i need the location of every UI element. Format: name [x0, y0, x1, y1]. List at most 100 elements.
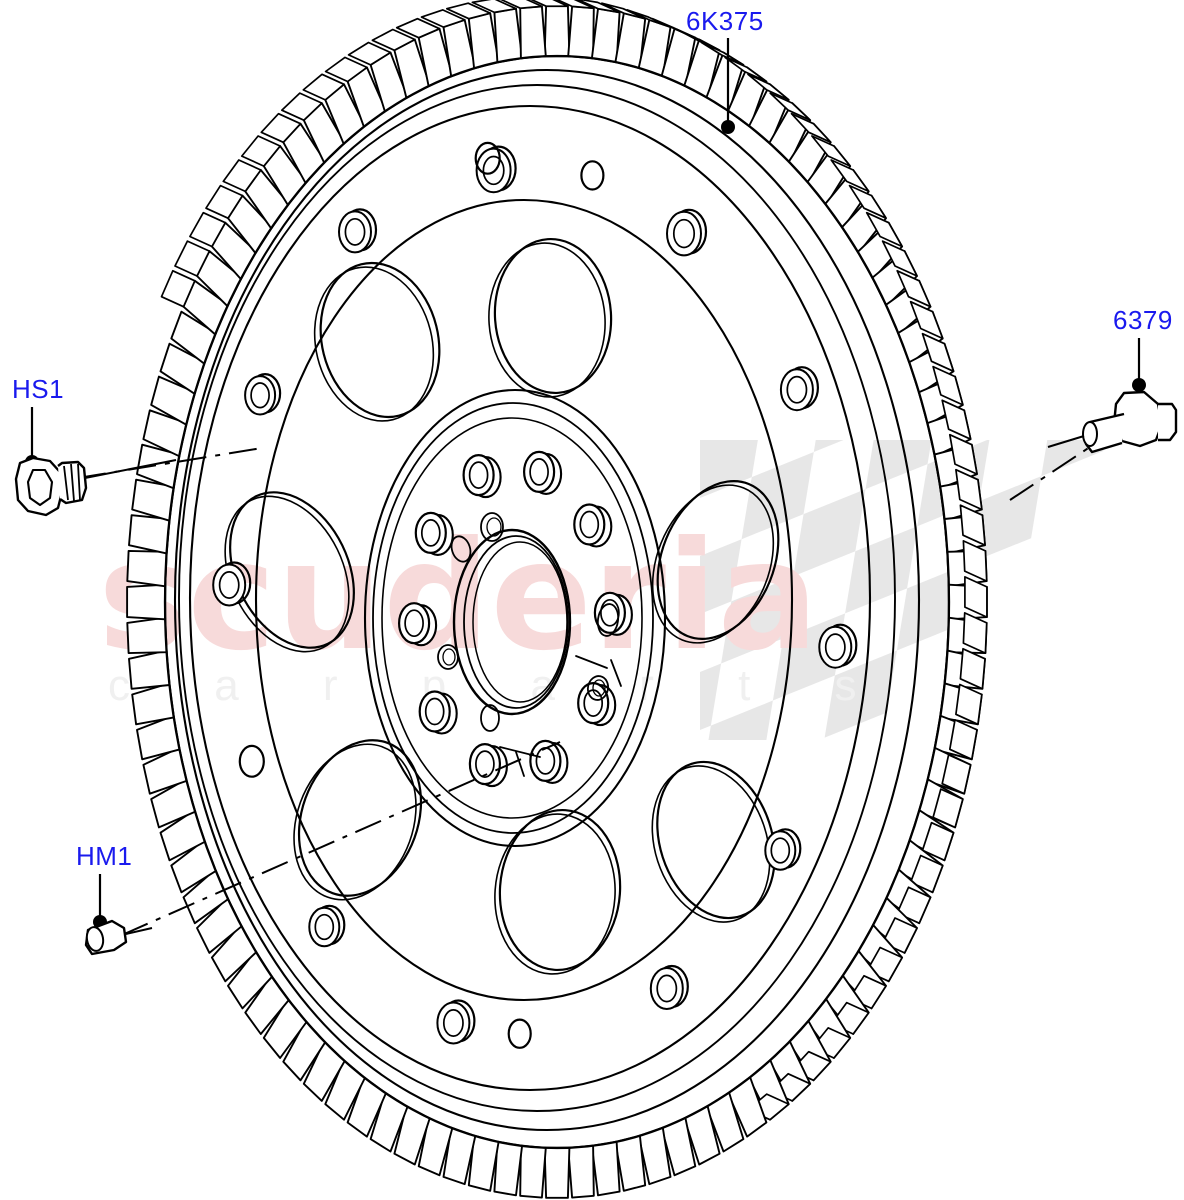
- hs1-hex-facet: [26, 468, 54, 507]
- gear-tooth-side: [222, 159, 262, 193]
- outer-bolt-holes: [212, 141, 858, 1049]
- gear-tooth-side: [962, 612, 988, 654]
- centreline-6379: [1009, 436, 1106, 501]
- gear-tooth: [126, 549, 168, 588]
- gear-tooth-side: [881, 240, 918, 277]
- gear-tooth-side: [769, 92, 812, 122]
- gear-tooth-side: [962, 540, 988, 582]
- gear-tooth-side: [420, 9, 466, 28]
- hs1-axis-stub: [84, 459, 177, 479]
- gear-tooth: [493, 1140, 524, 1197]
- gear-tooth-side: [445, 2, 492, 20]
- gear-tooth-side: [964, 576, 988, 618]
- gear-tooth-side: [848, 184, 887, 220]
- bolt-hole: [779, 366, 820, 412]
- gear-tooth-side: [260, 112, 302, 144]
- gear-tooth-side: [280, 92, 323, 122]
- bolt-hole: [308, 904, 346, 948]
- hub-bolt-holes: [398, 450, 633, 788]
- gear-tooth-side: [174, 240, 211, 277]
- gear-tooth-side: [959, 647, 986, 690]
- centreline-hm1: [121, 741, 561, 936]
- gear-tooth-side: [941, 753, 972, 795]
- lightening-hole: [651, 480, 780, 644]
- gear-tooth-side: [576, 0, 621, 14]
- gear-tooth-side: [948, 719, 978, 761]
- bolt-hole: [764, 828, 802, 871]
- bolt6379-end-face: [1082, 421, 1098, 447]
- pilot-bore-inner: [463, 535, 569, 709]
- pilot-bore-outer: [452, 528, 572, 716]
- gear-tooth-side: [555, 0, 595, 10]
- lightening-hole: [488, 237, 613, 398]
- gear-tooth-side: [395, 17, 441, 39]
- small-pin-hole: [580, 160, 605, 191]
- centreline-hs1: [77, 447, 263, 479]
- gear-tooth-side: [371, 28, 416, 52]
- gear-tooth-side: [302, 73, 345, 101]
- gear-tooth-side: [700, 41, 745, 66]
- gear-tooth-side: [347, 41, 392, 66]
- callout-label-HM1[interactable]: HM1: [76, 841, 133, 871]
- gear-tooth-side: [955, 468, 983, 511]
- callout-label-6379[interactable]: 6379: [1113, 305, 1173, 335]
- part-hs1-hex-flange-bolt: [14, 456, 177, 517]
- gear-tooth-side: [948, 433, 978, 475]
- pilot-bore-chamfer: [472, 541, 568, 703]
- leader-dot-6K375: [721, 120, 735, 134]
- bolt6379-flange: [1158, 402, 1178, 442]
- bolt-hole: [649, 964, 689, 1010]
- hub-bolt-hole: [529, 739, 569, 784]
- hub-bolt-hole: [522, 450, 563, 495]
- hm1-pin-end-face: [85, 926, 105, 952]
- gear-tooth: [543, 1146, 571, 1199]
- bolt-hole: [666, 208, 708, 257]
- ring-gear-inner-face: [173, 68, 921, 1132]
- gear-tooth: [543, 5, 571, 58]
- flywheel-face-outer: [188, 104, 872, 1092]
- hub-bolt-hole: [398, 602, 438, 647]
- bolt-hole: [436, 999, 476, 1045]
- gear-tooth-side: [324, 56, 368, 83]
- gear-tooth: [519, 1144, 547, 1199]
- gear-tooth-side: [932, 788, 964, 829]
- gear-tooth-side: [909, 300, 944, 340]
- bolt-hole: [244, 372, 282, 416]
- small-pin-hole: [474, 141, 501, 175]
- gear-tooth-side: [600, 2, 647, 20]
- lightening-hole: [293, 739, 423, 901]
- flywheel-assembly: [126, 0, 988, 1199]
- gear-tooth-side: [160, 269, 196, 308]
- gear-tooth-side: [240, 135, 281, 167]
- gear-tooth-side: [955, 683, 983, 726]
- gear-tooth: [567, 5, 595, 60]
- ring-gear-teeth: [126, 0, 988, 1199]
- hub-boss-outer: [363, 388, 667, 848]
- bolt-hole: [212, 561, 252, 607]
- flywheel-friction-face: [254, 198, 794, 1002]
- part-hm1-dowel-pin: [84, 919, 153, 956]
- gear-tooth-side: [959, 504, 986, 547]
- hub-bolt-hole: [468, 742, 508, 788]
- callout-label-HS1[interactable]: HS1: [12, 374, 65, 404]
- gear-tooth-side: [921, 332, 955, 373]
- callout-label-6K375[interactable]: 6K375: [686, 6, 764, 36]
- lightening-hole: [651, 760, 776, 923]
- hub-bolt-hole: [593, 591, 633, 636]
- gear-tooth-side: [941, 399, 972, 441]
- gear-tooth-side: [865, 211, 903, 248]
- gear-tooth-side: [896, 269, 932, 308]
- hub-bolt-hole: [414, 511, 454, 556]
- lightening-holes: [224, 237, 780, 975]
- gear-tooth-side: [205, 184, 244, 220]
- gear-tooth-side: [724, 56, 768, 83]
- hub-bolt-hole: [577, 681, 617, 727]
- hm1-axis-stub: [125, 927, 153, 935]
- gear-tooth-side: [790, 112, 832, 144]
- leader-dot-6379: [1132, 378, 1146, 392]
- gear-tooth-side: [530, 0, 569, 8]
- gear-tooth: [590, 1140, 621, 1197]
- hub-small-holes: [437, 512, 620, 732]
